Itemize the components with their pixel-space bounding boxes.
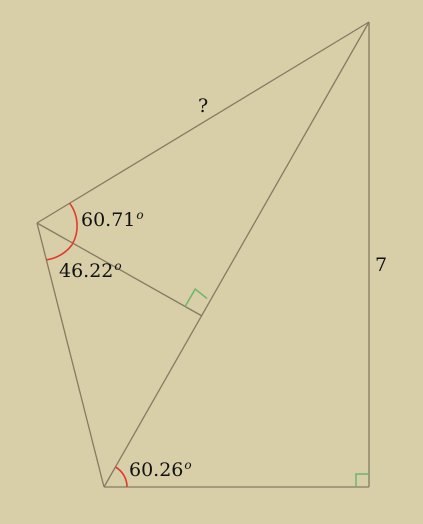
known-side-label: 7 bbox=[375, 254, 388, 276]
right-angle-marker-altitude bbox=[184, 287, 208, 307]
edge-diagonal bbox=[103, 21, 370, 488]
angle-arc-top bbox=[69, 202, 78, 245]
angle-arc-bottom bbox=[114, 466, 128, 488]
angle-label-bottom-left: 46.22o bbox=[59, 259, 122, 282]
edge-altitude bbox=[36, 222, 203, 317]
unknown-side-label: ? bbox=[198, 95, 209, 117]
edge-left-top bbox=[36, 21, 370, 224]
right-angle-marker-corner bbox=[355, 473, 369, 487]
angle-arc-bottom-left bbox=[46, 244, 73, 261]
angle-label-bottom: 60.26o bbox=[129, 458, 192, 481]
angle-label-top: 60.71o bbox=[81, 208, 144, 231]
edge-left-lower bbox=[36, 222, 105, 488]
